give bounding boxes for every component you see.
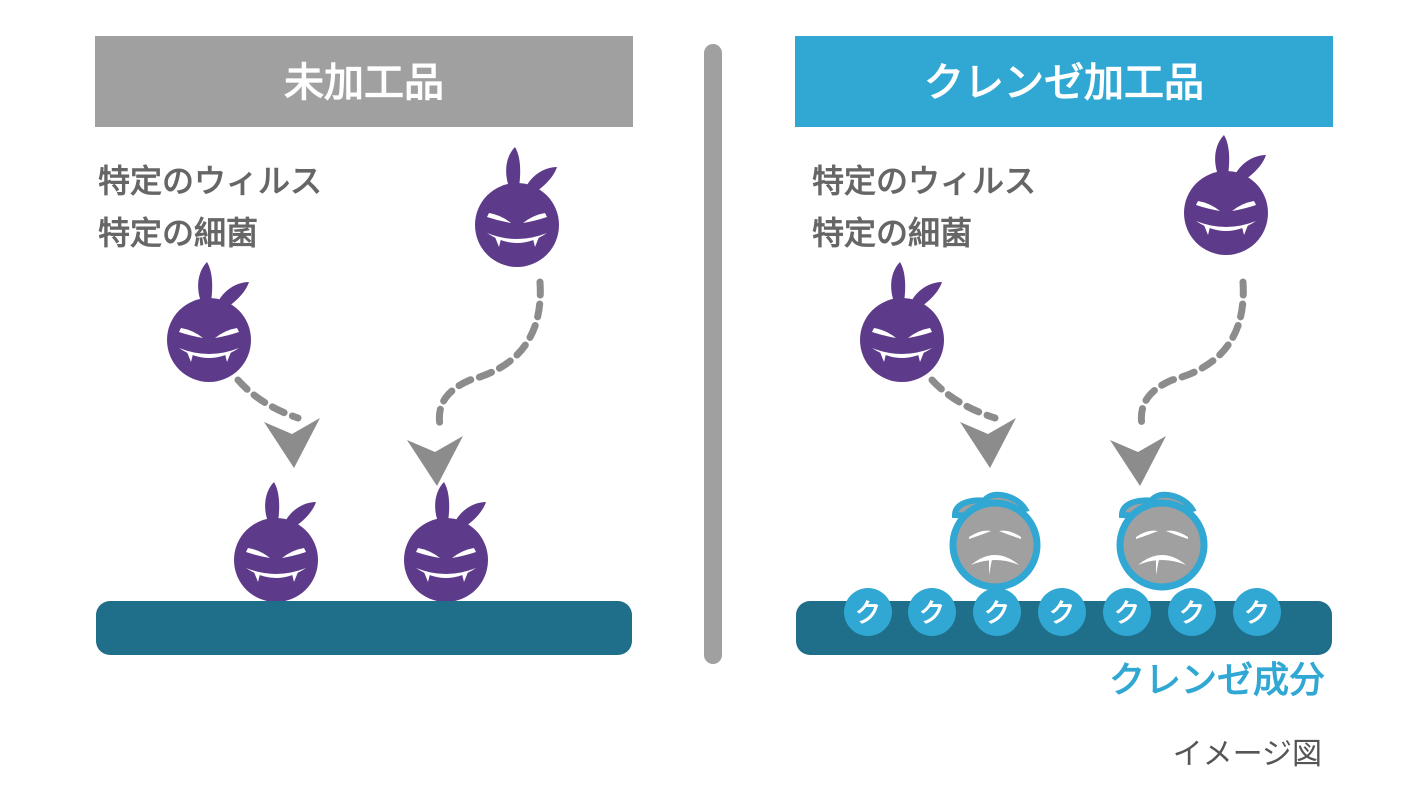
- inactivated-virus-icon: [953, 495, 1037, 587]
- ingredient-mark: [908, 588, 956, 636]
- divider: [704, 44, 722, 664]
- treated-panel: クレンゼ加工品 特定のウィルス 特定の細菌 ク ク ク ク ク ク ク ク: [795, 36, 1333, 701]
- ingredient-mark: [1038, 588, 1086, 636]
- ingredient-mark-label: ク: [919, 599, 945, 629]
- label-virus: 特定のウィルス: [812, 162, 1036, 200]
- label-bacteria: 特定の細菌: [98, 214, 258, 252]
- arrow-down-icon: [960, 418, 1016, 468]
- virus-icon: [475, 147, 559, 267]
- ingredient-mark: [1168, 588, 1216, 636]
- ingredient-label: クレンゼ成分: [1109, 660, 1325, 701]
- label-bacteria: 特定の細菌: [812, 214, 972, 252]
- virus-icon: [1184, 135, 1268, 255]
- treated-header: [795, 36, 1333, 127]
- virus-icon: [234, 482, 318, 602]
- ingredient-mark-label: ク: [1049, 599, 1075, 629]
- ingredient-mark: [844, 588, 892, 636]
- untreated-header: [95, 36, 633, 127]
- treated-title: クレンゼ加工品: [924, 60, 1204, 106]
- virus-icon: [404, 482, 488, 602]
- arrow-down-icon: [407, 436, 463, 486]
- ingredient-marks: ク ク ク ク ク ク ク: [844, 588, 1281, 636]
- ingredient-mark-label: ク: [984, 599, 1010, 629]
- dashed-path: [234, 376, 302, 422]
- ingredient-mark-label: ク: [1179, 599, 1205, 629]
- dashed-path: [435, 278, 544, 429]
- untreated-surface: [96, 601, 632, 655]
- virus-icon: [860, 262, 944, 382]
- label-virus: 特定のウィルス: [98, 162, 322, 200]
- ingredient-mark: [1233, 588, 1281, 636]
- arrow-down-icon: [1110, 436, 1166, 486]
- ingredient-mark-label: ク: [1114, 599, 1140, 629]
- dashed-path: [928, 376, 999, 422]
- untreated-title: 未加工品: [284, 60, 444, 106]
- ingredient-mark-label: ク: [855, 599, 881, 629]
- footnote: イメージ図: [1173, 737, 1322, 772]
- virus-icon: [167, 262, 251, 382]
- dashed-path: [1137, 278, 1247, 429]
- ingredient-mark: [973, 588, 1021, 636]
- inactivated-virus-icon: [1120, 495, 1204, 587]
- ingredient-mark-label: ク: [1244, 599, 1270, 629]
- arrow-down-icon: [264, 418, 320, 468]
- ingredient-mark: [1103, 588, 1151, 636]
- untreated-panel: 未加工品 特定のウィルス 特定の細菌: [95, 36, 633, 655]
